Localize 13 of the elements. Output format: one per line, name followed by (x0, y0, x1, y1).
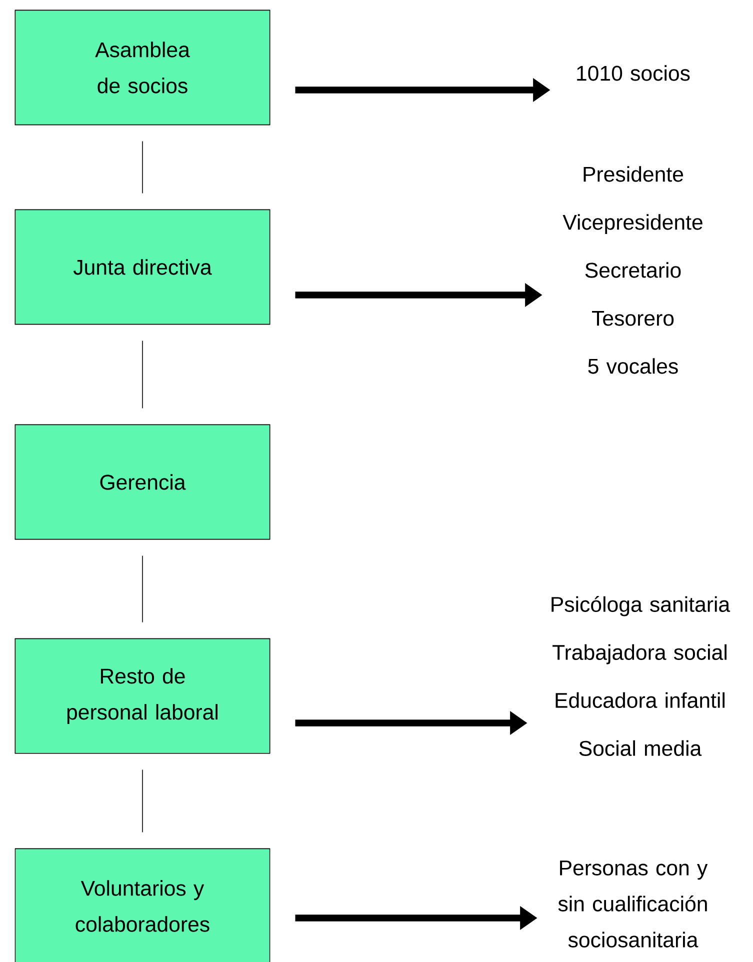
text-list: Presidente Vicepresidente Secretario Tesorero 5 vocales (562, 166, 702, 374)
text-list: Psicóloga sanitaria Trabajadora social Educadora infantil Social media (552, 596, 730, 756)
org-box: Junta directiva (14, 209, 270, 325)
org-box: Asamblea de socios (14, 10, 270, 126)
text-list: 1010 socios (577, 65, 690, 81)
connector-line (142, 340, 143, 409)
org-box: Voluntarios y colaboradores (14, 848, 270, 962)
connector-line (142, 769, 143, 833)
connector-line (142, 140, 143, 194)
connector-line (142, 555, 143, 623)
text-list: Personas con y sin cualificación sociosanitaria (558, 860, 708, 948)
org-box: Resto de personal laboral (14, 638, 270, 754)
org-box: Gerencia (14, 424, 270, 540)
